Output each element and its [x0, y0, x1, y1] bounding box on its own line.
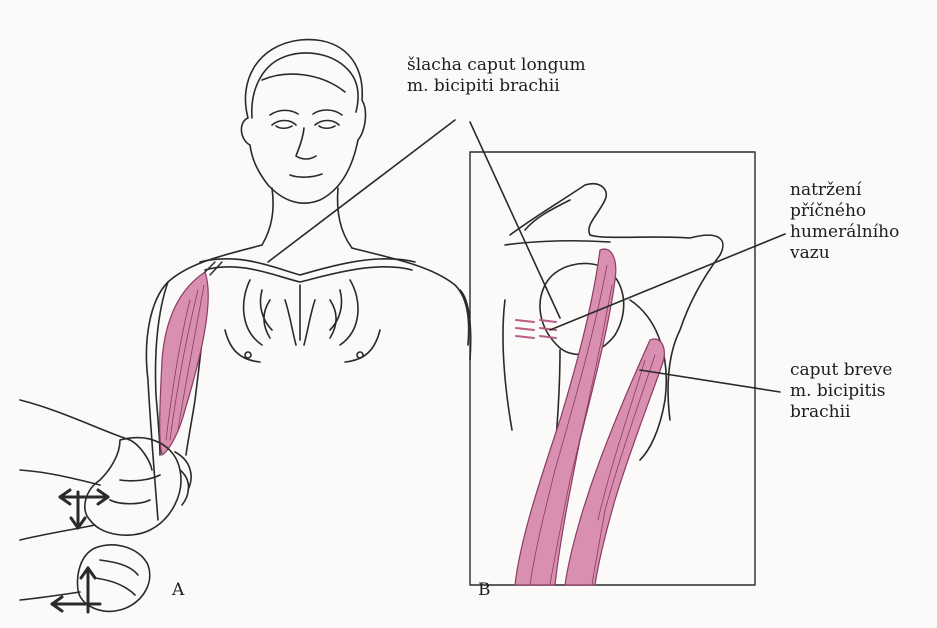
brows [270, 110, 342, 115]
label-tendon-line-2: m. bicipiti brachii [407, 76, 586, 97]
label-ligament-line-1: natržení [790, 180, 899, 201]
mouth [290, 174, 322, 177]
acromion [510, 184, 723, 420]
right-eye [315, 121, 339, 129]
label-short-head-line-2: m. bicipitis [790, 381, 892, 402]
left-nipple [245, 352, 251, 358]
panel-label-b: B [478, 580, 491, 600]
label-ligament-line-2: příčného [790, 201, 899, 222]
label-ligament-line-3: humerálního [790, 222, 899, 243]
right-nipple [357, 352, 363, 358]
examiner-forearm-lower [20, 470, 100, 540]
label-short-head-line-3: brachii [790, 402, 892, 423]
coracoid [505, 200, 610, 245]
leader-short-head [640, 370, 780, 392]
head-outline [241, 40, 365, 204]
label-ligament-tear: natržení příčného humerálního vazu [790, 180, 899, 264]
label-short-head: caput breve m. bicipitis brachii [790, 360, 892, 423]
direction-arrows [52, 490, 108, 612]
leader-tendon-to-a [268, 120, 455, 262]
neck [262, 188, 352, 248]
torn-ligament-marks [516, 320, 556, 338]
examiner-upper-arm [20, 400, 152, 470]
label-ligament-line-4: vazu [790, 243, 899, 264]
left-eye [272, 121, 296, 129]
examiner-hand-1 [85, 438, 181, 536]
label-short-head-line-1: caput breve [790, 360, 892, 381]
biceps-muscle-a [160, 272, 209, 455]
label-tendon-line-1: šlacha caput longum [407, 55, 586, 76]
clavicles [200, 259, 415, 282]
label-tendon-long-head: šlacha caput longum m. bicipiti brachii [407, 55, 586, 97]
leader-ligament [550, 234, 785, 330]
ribcage [244, 280, 358, 345]
hair [252, 53, 358, 118]
nose [296, 128, 316, 159]
panel-label-a: A [172, 580, 184, 600]
